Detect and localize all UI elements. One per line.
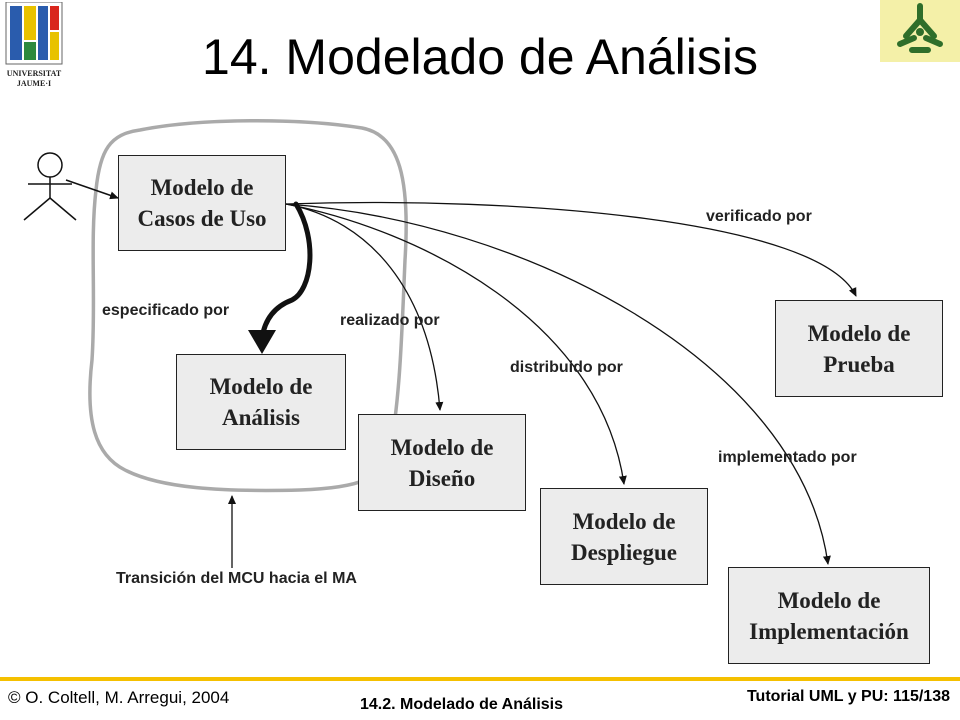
label-implementado-por: implementado por xyxy=(718,449,857,466)
label-distribuido-por: distribuido por xyxy=(510,359,623,376)
box-despliegue: Modelo de Despliegue xyxy=(540,488,708,585)
label-realizado-por: realizado por xyxy=(340,312,440,329)
university-logo: UNIVERSITAT JAUME·I xyxy=(4,1,66,94)
footer-divider xyxy=(0,677,960,681)
box-implementacion: Modelo de Implementación xyxy=(728,567,930,664)
box-casos-de-uso: Modelo de Casos de Uso xyxy=(118,155,286,251)
actor-stick-figure xyxy=(23,152,77,221)
emblem-logo xyxy=(880,0,960,62)
distributed-by-arrow xyxy=(285,203,627,485)
label-verificado-por: verificado por xyxy=(706,208,812,225)
specified-by-arrow xyxy=(259,201,313,341)
box-prueba: Modelo de Prueba xyxy=(775,300,943,397)
label-transicion: Transición del MCU hacia el MA xyxy=(116,570,357,587)
implemented-by-arrow xyxy=(285,203,831,565)
specified-by-arrowhead xyxy=(248,330,276,354)
logo-text-line2: JAUME·I xyxy=(17,79,51,88)
logo-text-line1: UNIVERSITAT xyxy=(7,69,62,78)
footer-section: 14.2. Modelado de Análisis xyxy=(360,696,564,713)
actor-association-arrow xyxy=(65,179,119,200)
footer-authors: © O. Coltell, M. Arregui, 2004 xyxy=(8,688,230,707)
label-especificado-por: especificado por xyxy=(102,302,230,319)
page-title: 14. Modelado de Análisis xyxy=(202,29,758,85)
realized-by-arrow xyxy=(285,203,444,411)
footer-page: Tutorial UML y PU: 115/138 xyxy=(746,688,950,705)
analysis-boundary-cloud xyxy=(88,118,408,493)
box-diseno: Modelo de Diseño xyxy=(358,414,526,511)
verified-by-arrow xyxy=(285,201,857,297)
box-analisis: Modelo de Análisis xyxy=(176,354,346,450)
